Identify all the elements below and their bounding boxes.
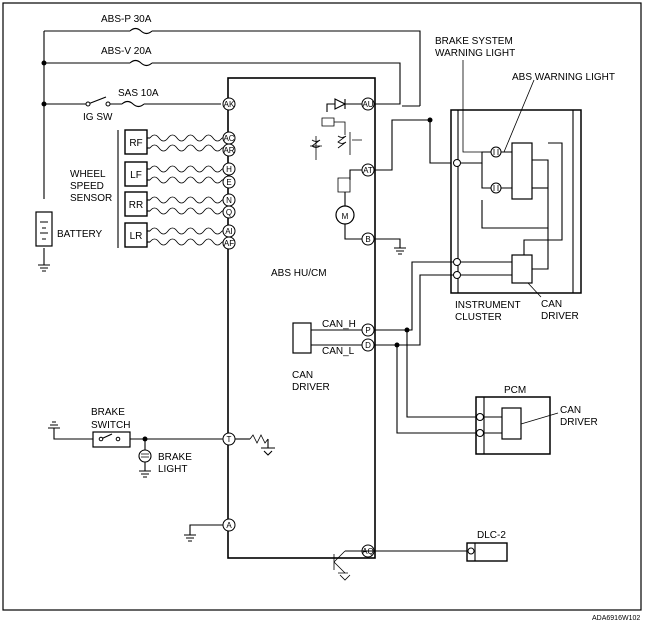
- terminal-af: [222, 236, 236, 250]
- pcm-label: PCM: [504, 385, 526, 396]
- ig-sw-label: IG SW: [83, 112, 113, 123]
- brake-light-label-2: LIGHT: [158, 464, 187, 475]
- svg-text:RF: RF: [129, 138, 142, 149]
- pcm-can-driver-label-1: CAN: [560, 405, 581, 416]
- can-h-label: CAN_H: [322, 319, 356, 330]
- svg-text:P: P: [365, 326, 370, 335]
- brake-warning-label-2: WARNING LIGHT: [435, 48, 515, 59]
- svg-text:LF: LF: [130, 170, 142, 181]
- svg-text:AF: AF: [224, 239, 234, 248]
- svg-text:RR: RR: [129, 200, 143, 211]
- dlc-2-box: [466, 542, 508, 562]
- svg-text:AT: AT: [363, 166, 373, 175]
- diagram-frame: [2, 2, 642, 611]
- sensor-lr: LR: [124, 218, 272, 252]
- instrument-cluster-label-2: CLUSTER: [455, 312, 502, 323]
- svg-text:T: T: [227, 435, 232, 444]
- battery: BATTERY: [35, 211, 103, 247]
- terminal-ar: [222, 143, 236, 157]
- abs-warning-lamp: [490, 182, 502, 194]
- abs-hu-cm: ABS HU/CM M AK AU AC AR H E: [184, 77, 376, 581]
- svg-text:AU: AU: [362, 100, 373, 109]
- brake-light-label-1: BRAKE: [158, 452, 192, 463]
- fuse-abs-p-label: ABS-P 30A: [101, 14, 152, 25]
- svg-text:H: H: [226, 165, 232, 174]
- wheel-speed-sensor-label-2: SPEED: [70, 181, 104, 192]
- sensor-lf: LF: [124, 156, 272, 190]
- cluster-can-driver-label-2: DRIVER: [541, 311, 579, 322]
- brake-switch-circuit: BRAKE SWITCH BRAKE LIGHT: [48, 407, 223, 478]
- dlc-2: DLC-2: [374, 530, 508, 562]
- fuse-abs-v-symbol: [129, 59, 153, 67]
- svg-text:AC: AC: [223, 134, 234, 143]
- dlc-2-label: DLC-2: [477, 530, 506, 541]
- terminal-h: [222, 162, 236, 176]
- svg-text:LR: LR: [130, 231, 143, 242]
- brake-switch-label-1: BRAKE: [91, 407, 125, 418]
- svg-text:B: B: [365, 235, 370, 244]
- svg-text:Q: Q: [226, 208, 232, 217]
- svg-text:N: N: [226, 196, 232, 205]
- wheel-speed-sensors: WHEEL SPEED SENSOR RF LF: [70, 125, 272, 253]
- pcm-can-driver-label-2: DRIVER: [560, 417, 598, 428]
- abs-can-driver-box: [292, 322, 312, 354]
- figure-code: ADA6916W102: [592, 615, 640, 622]
- wheel-speed-sensor-label-1: WHEEL: [70, 169, 106, 180]
- fuse-abs-p-symbol: [129, 27, 153, 35]
- cluster-logic-box: [511, 142, 533, 200]
- battery-label: BATTERY: [57, 229, 103, 240]
- brake-switch-label-2: SWITCH: [91, 420, 130, 431]
- abs-warning-label: ABS WARNING LIGHT: [512, 72, 615, 83]
- fuse-sas-label: SAS 10A: [118, 88, 159, 99]
- svg-text:AR: AR: [223, 146, 234, 155]
- can-l-label: CAN_L: [322, 346, 355, 357]
- brake-light-lamp: [138, 449, 152, 463]
- abs-module-title: ABS HU/CM: [271, 268, 327, 279]
- svg-text:AI: AI: [225, 227, 233, 236]
- instrument-cluster-label-1: INSTRUMENT: [455, 300, 521, 311]
- abs-can-driver-label-1: CAN: [292, 370, 313, 381]
- can-bus: [374, 261, 476, 434]
- terminal-ak: [222, 97, 236, 111]
- abs-can-driver-label-2: DRIVER: [292, 382, 330, 393]
- brake-warning-label-1: BRAKE SYSTEM: [435, 36, 513, 47]
- cluster-can-driver-label-1: CAN: [541, 299, 562, 310]
- terminal-e: [222, 175, 236, 189]
- cluster-can-driver-box: [511, 254, 533, 284]
- fuse-sas-symbol: [121, 100, 145, 108]
- svg-text:M: M: [342, 212, 349, 221]
- svg-text:D: D: [365, 341, 371, 350]
- fuse-abs-v-label: ABS-V 20A: [101, 46, 152, 57]
- svg-text:A: A: [226, 521, 232, 530]
- pcm: PCM CAN DRIVER: [475, 385, 598, 455]
- instrument-cluster: BRAKE SYSTEM WARNING LIGHT ABS WARNING L…: [435, 36, 615, 323]
- terminal-q: [222, 205, 236, 219]
- wheel-speed-sensor-label-3: SENSOR: [70, 193, 112, 204]
- svg-text:AK: AK: [224, 100, 235, 109]
- svg-text:E: E: [226, 178, 231, 187]
- pcm-can-driver-box: [501, 407, 522, 440]
- abs-module-box: [227, 77, 376, 559]
- ig-switch-symbol: [87, 96, 107, 105]
- brake-warning-lamp: [490, 146, 502, 158]
